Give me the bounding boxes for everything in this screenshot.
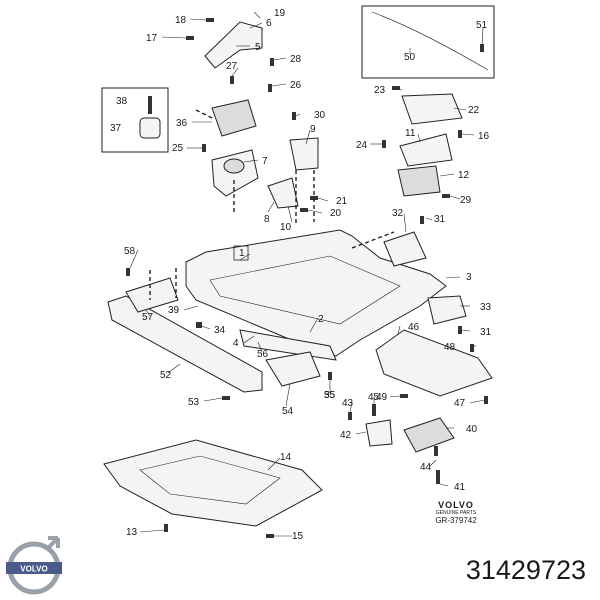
callout-32: 32 [392, 208, 404, 219]
callout-58: 58 [124, 246, 136, 257]
callout-46: 46 [408, 322, 420, 333]
callout-22: 22 [468, 105, 480, 116]
bolt-part-38 [148, 96, 152, 114]
callout-54: 54 [282, 406, 294, 417]
bracket-part-54 [265, 351, 321, 387]
callout-21: 21 [336, 196, 348, 207]
callout-36: 36 [176, 118, 188, 129]
callout-28: 28 [290, 54, 302, 65]
callout-49: 49 [376, 392, 388, 403]
splash-shield-part-46 [375, 329, 493, 397]
brand-sub-line1: GENUINE [435, 510, 459, 516]
front-bar-part-52 [107, 295, 263, 393]
callout-29: 29 [460, 195, 472, 206]
callout-26: 26 [290, 80, 302, 91]
callout-51: 51 [476, 20, 488, 31]
callout-48: 48 [444, 342, 456, 353]
callout-3: 3 [466, 272, 472, 283]
callout-7: 7 [262, 156, 268, 167]
mount-part-40 [403, 417, 455, 453]
callout-6: 6 [266, 18, 272, 29]
cover-ribs [139, 455, 281, 505]
callout-2: 2 [318, 314, 324, 325]
mount-core [223, 158, 245, 174]
gearbox-mount-part-22 [401, 93, 463, 125]
callout-40: 40 [466, 424, 478, 435]
leader-lines [129, 11, 485, 537]
callout-41: 41 [454, 482, 466, 493]
callout-52: 52 [160, 370, 172, 381]
bracket-part-12 [397, 165, 441, 197]
brand-name: VOLVO [438, 500, 474, 510]
callout-56: 56 [257, 349, 269, 360]
callout-38: 38 [116, 96, 128, 107]
callout-5: 5 [255, 42, 261, 53]
callout-57: 57 [142, 312, 154, 323]
callout-45: 45 [368, 392, 380, 403]
callout-42: 42 [340, 430, 352, 441]
part-number: 31429723 [465, 555, 586, 585]
inset-frame-hose [361, 5, 495, 79]
volvo-logo-icon: VOLVO [6, 536, 62, 595]
callout-37: 37 [110, 123, 122, 134]
hose-part-50 [371, 11, 489, 71]
bracket-part-57 [125, 277, 179, 313]
callout-23: 23 [374, 85, 386, 96]
callout-31b: 31 [480, 327, 492, 338]
callout-31a: 31 [434, 214, 446, 225]
mount-part-42 [365, 419, 393, 447]
gearbox-mount-part-11 [399, 133, 453, 167]
callout-50: 50 [404, 52, 416, 63]
callout-39: 39 [168, 305, 180, 316]
callout-12: 12 [458, 170, 470, 181]
callout-9: 9 [310, 124, 316, 135]
bracket-part-33 [427, 295, 467, 325]
callout-55: 55 [324, 390, 336, 401]
callout-11: 11 [405, 128, 416, 139]
callout-33: 33 [480, 302, 492, 313]
callout-24: 24 [356, 140, 368, 151]
callout-53: 53 [188, 397, 200, 408]
ref-code: GR-379742 [435, 516, 477, 525]
subframe-part-1 [185, 229, 447, 357]
callout-27: 27 [226, 61, 238, 72]
callout-25: 25 [172, 143, 184, 154]
callout-44: 44 [420, 462, 432, 473]
callout-34: 34 [214, 325, 226, 336]
callout-4: 4 [233, 338, 239, 349]
callout-1-box [233, 245, 249, 261]
torque-rod-part-5 [204, 21, 263, 69]
callout-13: 13 [126, 527, 138, 538]
callout-15: 15 [292, 531, 304, 542]
link-part-8 [267, 177, 299, 209]
logo-text: VOLVO [20, 565, 47, 574]
callout-10: 10 [280, 222, 292, 233]
mount-bracket-part-36 [211, 99, 257, 137]
callout-30: 30 [314, 110, 326, 121]
brand-sub: GENUINE PARTS [414, 510, 498, 516]
callout-47: 47 [454, 398, 466, 409]
callout-14: 14 [280, 452, 292, 463]
callout-8: 8 [264, 214, 270, 225]
brand-block: VOLVO GENUINE PARTS GR-379742 [414, 500, 498, 525]
callout-18: 18 [175, 15, 187, 26]
inset-frame-mount [101, 87, 169, 153]
rubber-bushing-part-37 [139, 117, 161, 139]
mount-part-9 [289, 137, 319, 171]
callout-16: 16 [478, 131, 490, 142]
callout-35: 35 [324, 390, 336, 401]
callout-19: 19 [274, 8, 286, 19]
callout-1: 1 [239, 248, 245, 259]
dashed-guides [149, 109, 395, 300]
bracket-part-32 [383, 231, 427, 267]
subframe-inner [209, 255, 401, 325]
callout-17: 17 [146, 33, 158, 44]
cross-member-part-2 [239, 329, 337, 361]
underbody-cover-part-14 [103, 439, 323, 527]
brand-sub-line2: PARTS [459, 510, 477, 516]
callout-43: 43 [342, 398, 354, 409]
callout-20: 20 [330, 208, 342, 219]
